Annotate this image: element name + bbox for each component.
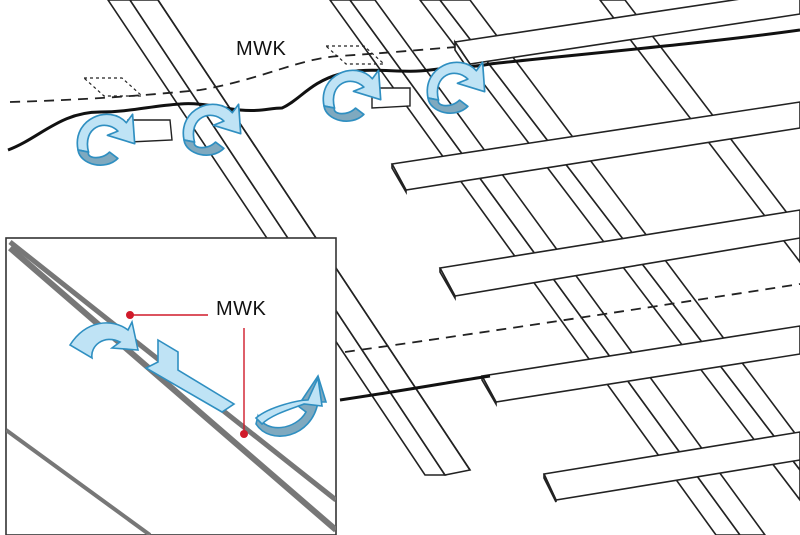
- spacer-blocks: [127, 87, 411, 143]
- inset-callouts: [126, 311, 248, 438]
- red-dot-marker: [126, 311, 134, 319]
- vent-outline-boxes: [82, 45, 386, 97]
- inset-airflow-arrows: [68, 319, 328, 437]
- membrane-solid-lower: [339, 374, 491, 402]
- membrane-solid-upper: [7, 28, 800, 152]
- membrane-dashed-lower: [344, 283, 800, 353]
- batten-5: [542, 431, 800, 503]
- inset-membrane-label: MWK: [216, 298, 267, 320]
- batten-2: [390, 101, 800, 195]
- membrane-dashed-upper: [9, 13, 800, 103]
- membrane-label: MWK: [236, 38, 287, 60]
- battens: [390, 0, 800, 503]
- curved-arrow-icon: [68, 319, 140, 360]
- curved-arrow-icon: [254, 375, 323, 426]
- batten-4: [480, 325, 800, 407]
- red-dot-marker: [240, 430, 248, 438]
- inset-panel: [5, 237, 337, 535]
- inset-panel-line-upper: [8, 245, 336, 533]
- inset-panel-line-outer: [6, 428, 152, 535]
- batten-3: [438, 209, 800, 301]
- inset-batten-block: [144, 338, 236, 413]
